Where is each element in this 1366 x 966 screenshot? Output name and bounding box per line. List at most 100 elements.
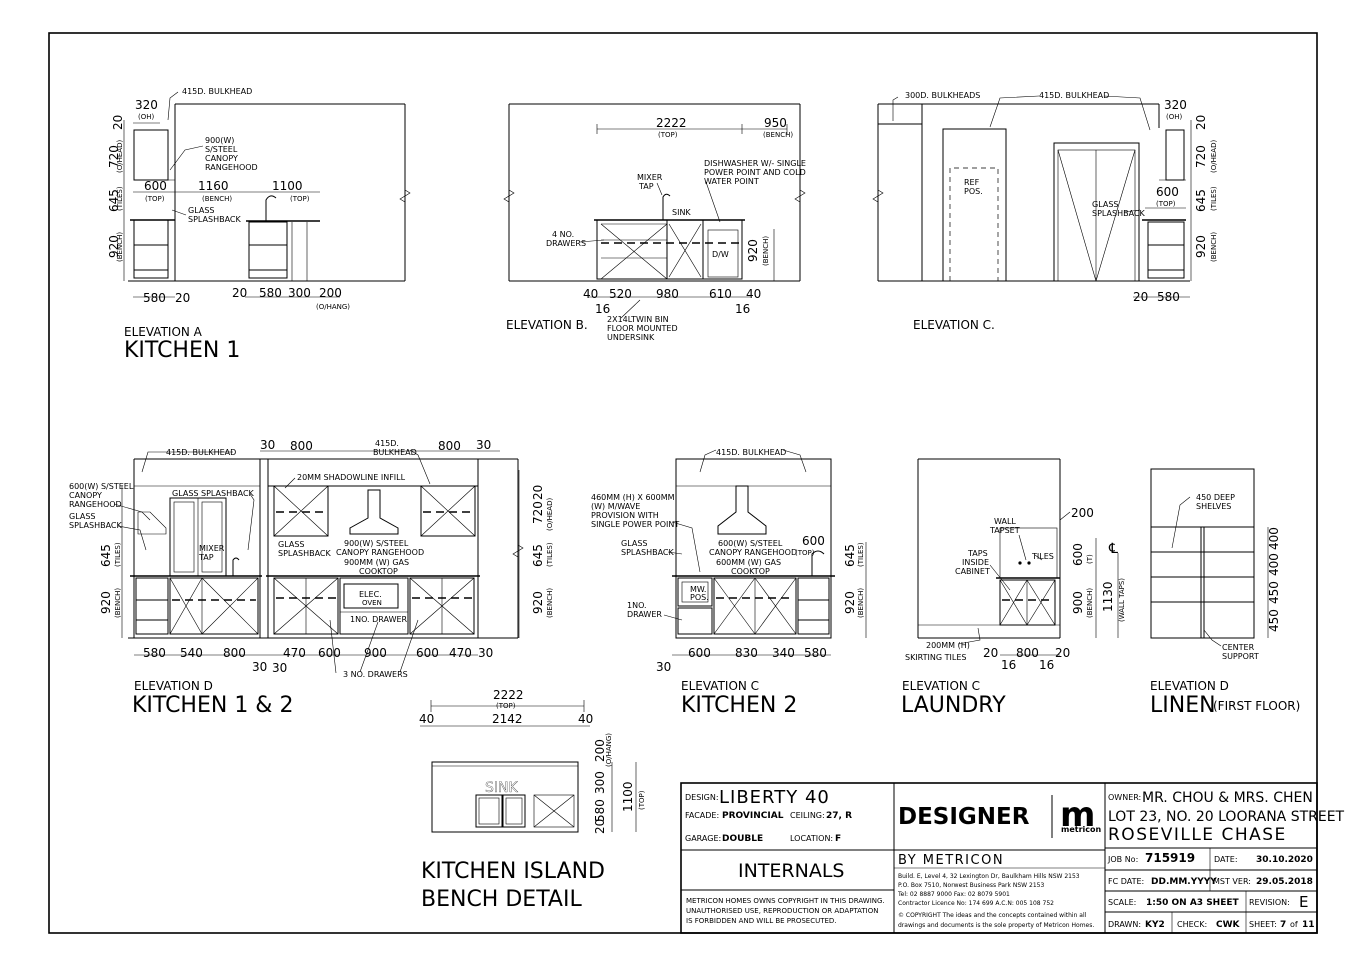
elev-d-bulkhead-note-1: 415D. BULKHEAD bbox=[166, 448, 236, 457]
tb-job-value: 715919 bbox=[1145, 851, 1195, 865]
kitchen2-glass-note-1: GLASS bbox=[621, 539, 647, 548]
elev-d-dim-v920: 920 bbox=[531, 591, 545, 614]
tb-copyright-1: METRICON HOMES OWNS COPYRIGHT IN THIS DR… bbox=[686, 897, 885, 905]
elev-c-glass-note-1: GLASS bbox=[1092, 200, 1118, 209]
tb-date-label: DATE: bbox=[1214, 855, 1238, 864]
laundry-dim-v600: 600 bbox=[1071, 543, 1085, 566]
elev-d-glass-right-note-2: SPLASHBACK bbox=[278, 549, 332, 558]
elev-b-dim-2222: 2222 bbox=[656, 116, 687, 130]
elev-c-ref-note-1: REF bbox=[964, 178, 980, 187]
elev-a-dim-vbench: (BENCH) bbox=[116, 232, 124, 262]
laundry-taps-note-2: INSIDE bbox=[962, 558, 989, 567]
laundry-skirting-note-2: SKIRTING TILES bbox=[905, 653, 966, 662]
tb-sheet-of: of bbox=[1290, 920, 1298, 929]
elev-d-dim-lv920: 920 bbox=[99, 591, 113, 614]
kitchen2-dim-b30: 30 bbox=[656, 660, 671, 674]
laundry-dim-v1130: 1130 bbox=[1101, 581, 1115, 612]
elev-a-subtitle: ELEVATION A bbox=[124, 325, 203, 339]
laundry-wall-note-1: WALL bbox=[994, 517, 1016, 526]
elev-b-dim-b40b: 40 bbox=[746, 287, 761, 301]
linen-support-note-1: CENTER bbox=[1222, 643, 1255, 652]
elev-d-rangehood-note-2: CANOPY bbox=[69, 491, 102, 500]
elev-b-dw-note-3: WATER POINT bbox=[704, 177, 759, 186]
laundry-title: LAUNDRY bbox=[901, 693, 1006, 718]
island-dim-40b: 40 bbox=[578, 712, 593, 726]
elev-b-dw-label: D/W bbox=[712, 250, 729, 259]
elev-b-dim-b16b: 16 bbox=[735, 302, 750, 316]
kitchen2-glass-note-2: SPLASHBACK bbox=[621, 548, 675, 557]
elev-d-dim-t30b: 30 bbox=[476, 438, 491, 452]
elev-c-dim-vtiles: (TILES) bbox=[1210, 186, 1218, 211]
linen-dim-v450b: 450 bbox=[1267, 609, 1281, 632]
elev-a-glass-note-1: GLASS bbox=[188, 206, 214, 215]
linen-shelves-note-1: 450 DEEP bbox=[1196, 493, 1235, 502]
tb-design-label: DESIGN: bbox=[685, 793, 719, 802]
elev-b-mixer-note-2: TAP bbox=[638, 182, 654, 191]
elev-b-mixer-note-1: MIXER bbox=[637, 173, 663, 182]
elev-a-dim-b200: 200 bbox=[319, 286, 342, 300]
kitchen2-rangehood-note-1: 600(W) S/STEEL bbox=[718, 539, 783, 548]
elev-d-oven-label-1: ELEC. bbox=[359, 590, 382, 599]
tb-fc-date-value: DD.MM.YYYY bbox=[1151, 877, 1217, 887]
tb-owner-label: OWNER: bbox=[1108, 793, 1141, 802]
elev-d-glass-splashback-note: GLASS SPLASHBACK bbox=[172, 489, 255, 498]
elev-b-bin-note-2: FLOOR MOUNTED bbox=[607, 324, 678, 333]
elev-b-sink-note: SINK bbox=[672, 208, 691, 217]
elev-a-dim-v20: 20 bbox=[111, 115, 125, 130]
elev-d-dim-ltiles: (TILES) bbox=[114, 542, 122, 567]
elev-b-dim-b16a: 16 bbox=[595, 302, 610, 316]
island-title-1: KITCHEN ISLAND bbox=[421, 859, 605, 884]
laundry-dim-v900: 900 bbox=[1071, 591, 1085, 614]
elev-b-drawers-note-1: 4 NO. bbox=[552, 230, 574, 239]
elev-d-canopy-note-2: CANOPY RANGEHOOD bbox=[336, 548, 424, 557]
elev-d-infill-note: 20MM SHADOWLINE INFILL bbox=[297, 473, 406, 482]
elev-a-dim-ohang: (O/HANG) bbox=[316, 303, 350, 311]
elev-a-glass-note-2: SPLASHBACK bbox=[188, 215, 242, 224]
elev-a-dim-1160: 1160 bbox=[198, 179, 229, 193]
island-sink-label: SINK bbox=[485, 780, 518, 796]
linen-title-suffix: (FIRST FLOOR) bbox=[1213, 699, 1300, 713]
elev-d-subtitle: ELEVATION D bbox=[134, 679, 213, 693]
elevation-laundry: ℄ bbox=[917, 458, 1119, 656]
kitchen2-dim-b580: 580 bbox=[804, 646, 827, 660]
tb-sheet-label: SHEET: bbox=[1249, 920, 1277, 929]
elev-b-dim-950: 950 bbox=[764, 116, 787, 130]
elev-d-dim-b470a: 470 bbox=[283, 646, 306, 660]
elev-d-glass-right-note-1: GLASS bbox=[278, 540, 304, 549]
linen-title: LINEN bbox=[1150, 693, 1216, 718]
island-title-2: BENCH DETAIL bbox=[421, 887, 582, 912]
elev-d-dim-t800b: 800 bbox=[438, 439, 461, 453]
elev-a-dim-v920: 920 bbox=[107, 235, 121, 258]
linen-dim-v450a: 450 bbox=[1267, 581, 1281, 604]
elev-d-dim-b600a: 600 bbox=[318, 646, 341, 660]
tb-revision-value: E bbox=[1299, 893, 1308, 911]
elev-c-dim-top: (TOP) bbox=[1156, 200, 1176, 208]
laundry-dim-200: 200 bbox=[1071, 506, 1094, 520]
tb-scale-label: SCALE: bbox=[1108, 898, 1136, 907]
kitchen2-microwave-note-4: SINGLE POWER POINT bbox=[591, 520, 679, 529]
elev-d-dim-b900: 900 bbox=[364, 646, 387, 660]
elev-b-dim-b980: 980 bbox=[656, 287, 679, 301]
island-dim-v580: 580 bbox=[593, 799, 607, 822]
kitchen2-cooktop-note-2: COOKTOP bbox=[731, 567, 770, 576]
tb-scale-value: 1:50 ON A3 SHEET bbox=[1146, 898, 1240, 908]
tb-mst-value: 29.05.2018 bbox=[1256, 877, 1313, 887]
tb-mst-label: MST VER: bbox=[1213, 877, 1251, 886]
elev-d-dim-b580: 580 bbox=[143, 646, 166, 660]
elev-a-dim-v720: 720 bbox=[107, 145, 121, 168]
tb-sheet-total: 11 bbox=[1302, 920, 1315, 930]
elevation-b bbox=[503, 103, 806, 319]
elevation-d bbox=[113, 449, 524, 674]
kitchen2-dim-vtiles: (TILES) bbox=[857, 542, 865, 567]
elev-c-dim-vbench: (BENCH) bbox=[1210, 232, 1218, 262]
elev-d-oven-label-2: OVEN bbox=[362, 599, 382, 607]
island-dim-40a: 40 bbox=[419, 712, 434, 726]
elev-c-dim-oh: (OH) bbox=[1166, 113, 1183, 121]
elev-d-glass-left-note-1: GLASS bbox=[69, 512, 95, 521]
tb-revision-label: REVISION: bbox=[1249, 898, 1290, 907]
elev-a-dim-v645: 645 bbox=[107, 189, 121, 212]
kitchen2-drawer-note-2: DRAWER bbox=[627, 610, 662, 619]
elev-a-rangehood-note-4: RANGEHOOD bbox=[205, 163, 258, 172]
elev-d-cooktop-note-1: 900MM (W) GAS bbox=[344, 558, 409, 567]
